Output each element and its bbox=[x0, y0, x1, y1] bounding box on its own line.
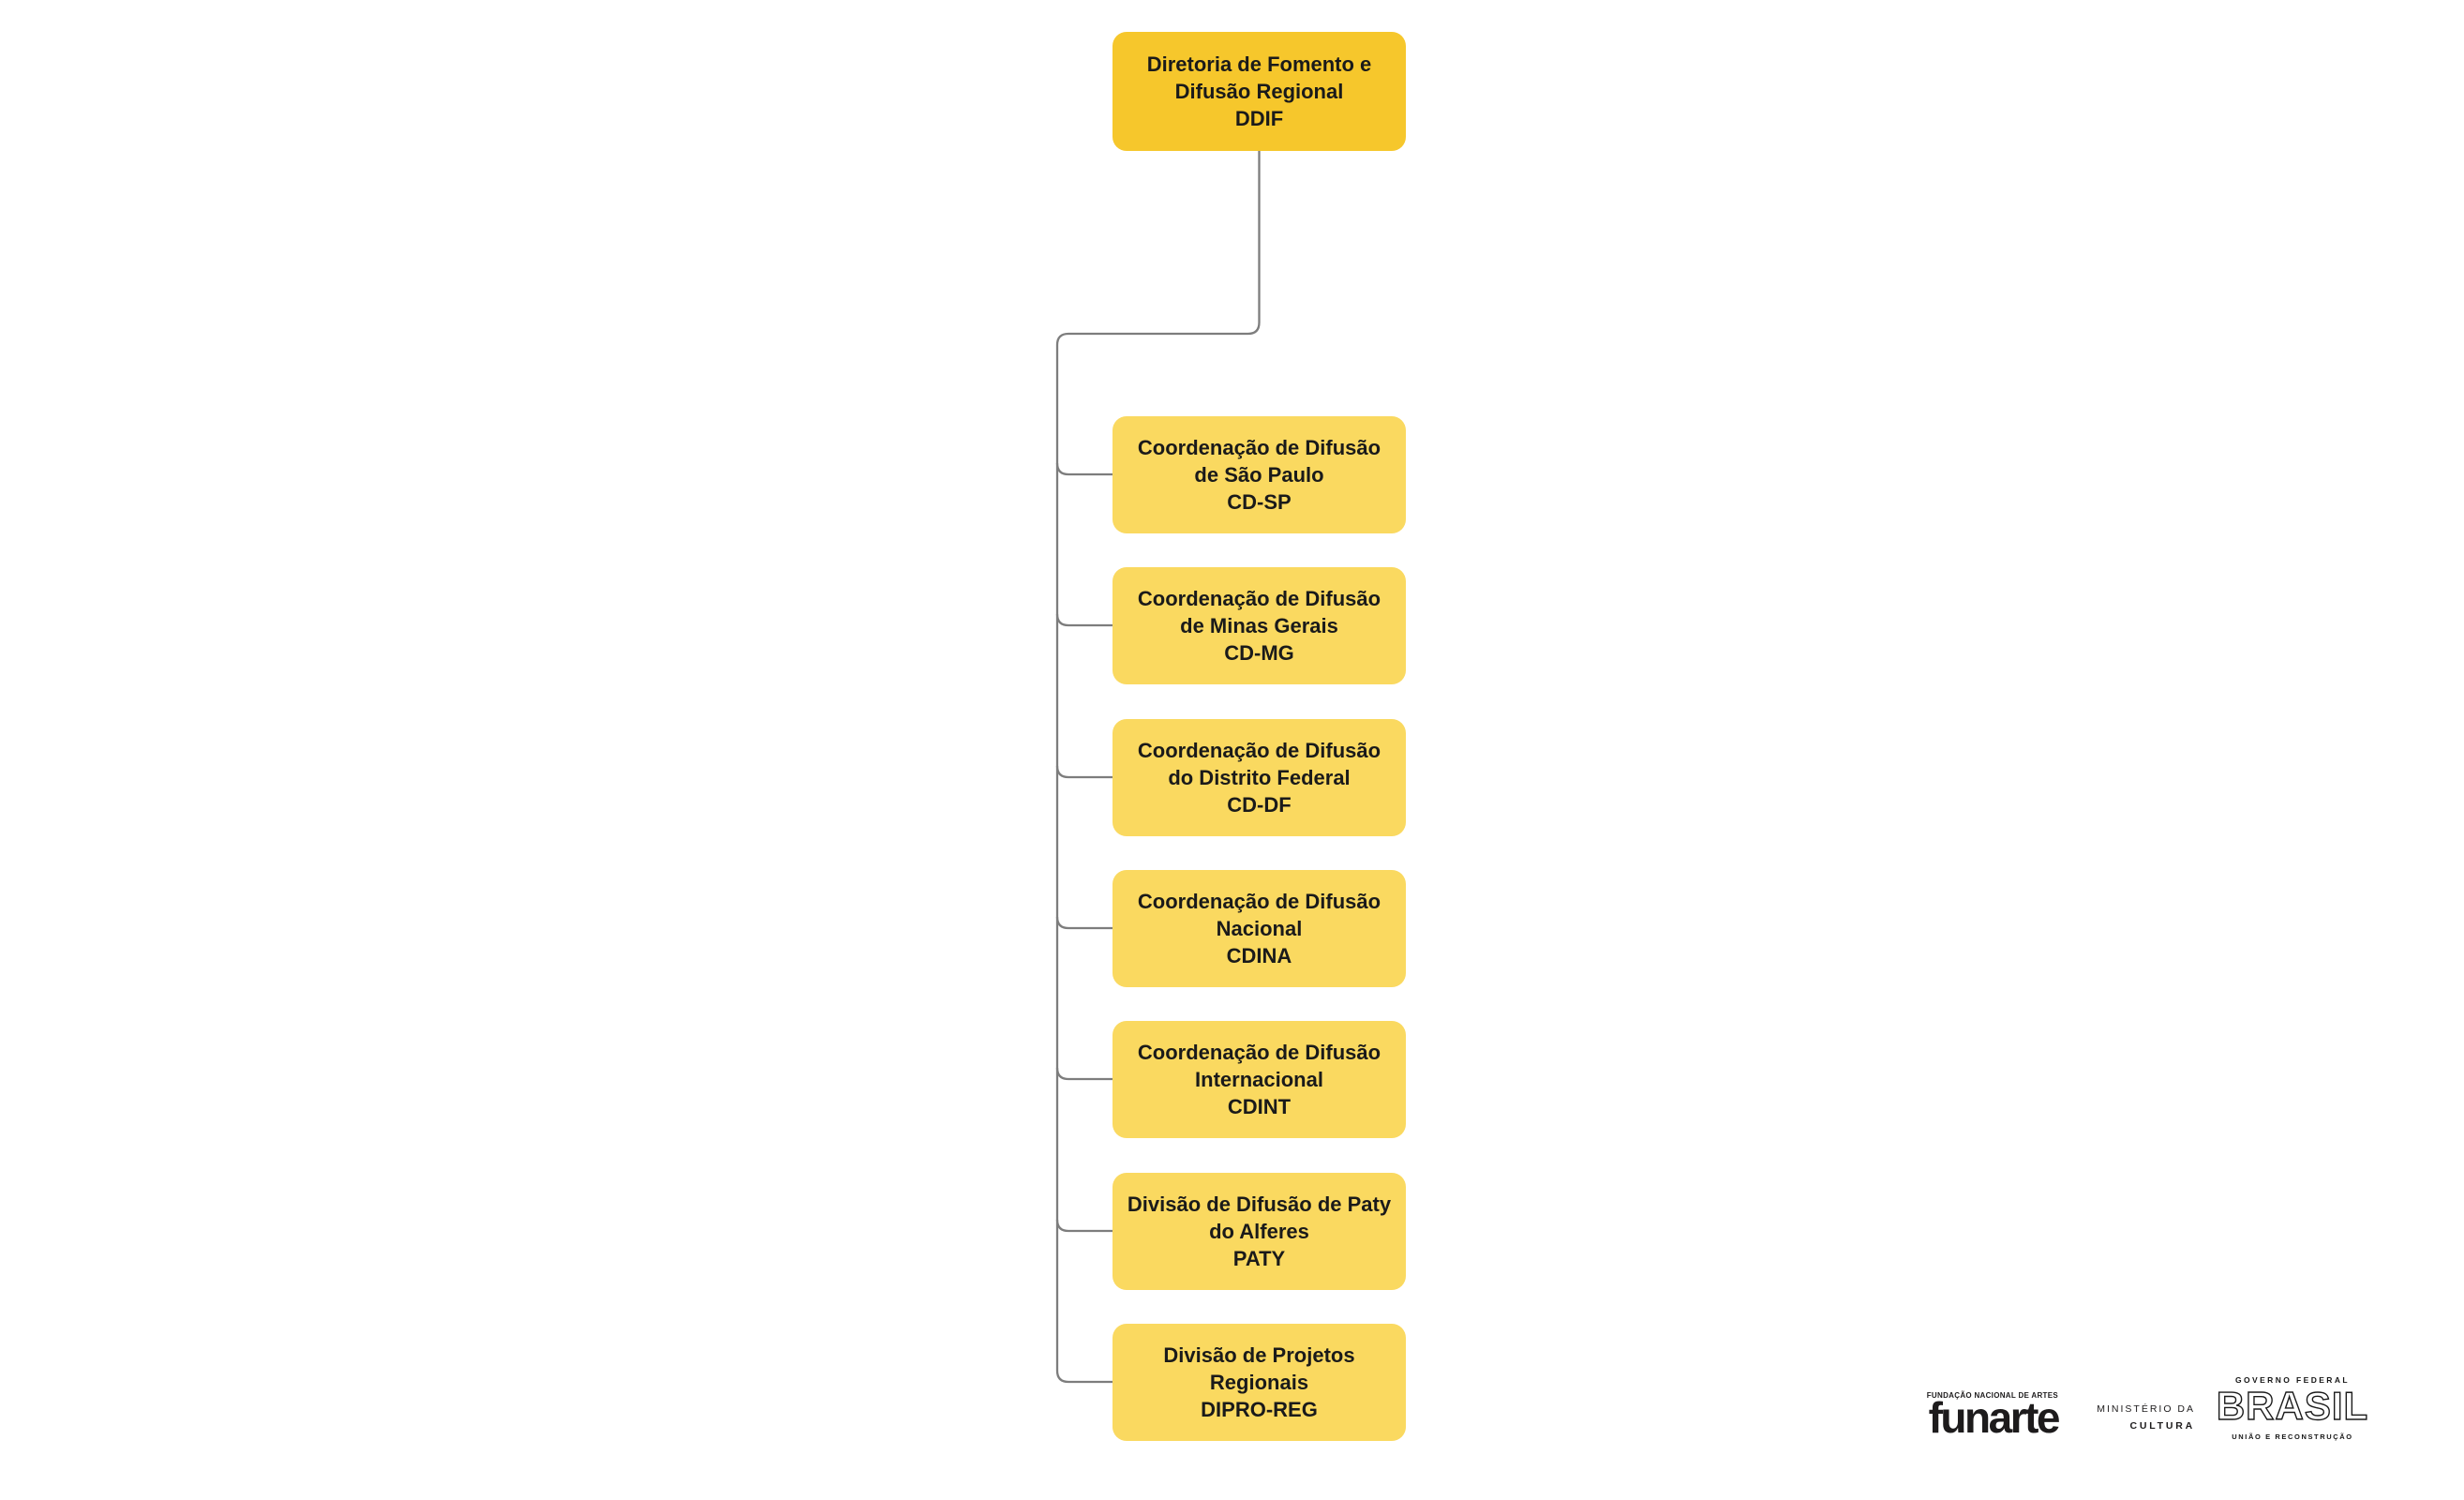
org-node-name-line-1: Diretoria de Fomento e bbox=[1146, 52, 1372, 76]
org-node-name-line-1: Coordenação de Difusão bbox=[1137, 890, 1381, 913]
org-node-name-line-2: de São Paulo bbox=[1194, 463, 1324, 487]
brasil-wordmark: BRASIL bbox=[2216, 1384, 2369, 1428]
org-node-acronym: CD-DF bbox=[1227, 793, 1292, 817]
connector-branch-6 bbox=[1055, 1219, 1113, 1233]
connector-branch-3 bbox=[1055, 765, 1113, 779]
org-node-name-line-2: Internacional bbox=[1195, 1068, 1323, 1091]
org-node-name-line-2: Difusão Regional bbox=[1174, 80, 1344, 103]
org-node-acronym: CDINA bbox=[1226, 944, 1292, 968]
connector-branch-5 bbox=[1055, 1067, 1113, 1081]
ministerio-cultura-logo: MINISTÉRIO DA CULTURA bbox=[2071, 1403, 2195, 1432]
funarte-logo: FUNDAÇÃO NACIONAL DE ARTES funarte bbox=[1906, 1391, 2061, 1442]
org-node-acronym: CDINT bbox=[1227, 1095, 1292, 1118]
org-node-name-line-2: do Alferes bbox=[1209, 1220, 1309, 1243]
connector-branch-2 bbox=[1055, 613, 1113, 627]
org-node-paty: Divisão de Difusão de Paty do Alferes PA… bbox=[1113, 1173, 1406, 1290]
org-node-dipro-reg: Divisão de Projetos Regionais DIPRO-REG bbox=[1113, 1324, 1406, 1441]
ministerio-label: MINISTÉRIO DA bbox=[2097, 1403, 2195, 1415]
cultura-label: CULTURA bbox=[2129, 1420, 2195, 1432]
funarte-wordmark: funarte bbox=[1928, 1393, 2061, 1442]
org-node-cd-sp: Coordenação de Difusão de São Paulo CD-S… bbox=[1113, 416, 1406, 533]
org-node-acronym: DDIF bbox=[1234, 107, 1284, 130]
org-node-name-line-1: Coordenação de Difusão bbox=[1137, 739, 1381, 762]
org-node-cd-df: Coordenação de Difusão do Distrito Feder… bbox=[1113, 719, 1406, 836]
connector-trunk bbox=[1055, 151, 1261, 1384]
org-node-acronym: CD-MG bbox=[1224, 641, 1294, 665]
org-node-name-line-1: Divisão de Difusão de Paty bbox=[1127, 1192, 1392, 1216]
org-node-name-line-2: de Minas Gerais bbox=[1180, 614, 1338, 638]
funarte-tagline: FUNDAÇÃO NACIONAL DE ARTES bbox=[1926, 1391, 2058, 1400]
governo-federal-label: GOVERNO FEDERAL bbox=[2235, 1375, 2350, 1385]
org-node-cdint: Coordenação de Difusão Internacional CDI… bbox=[1113, 1021, 1406, 1138]
org-node-name-line-1: Divisão de Projetos bbox=[1163, 1343, 1355, 1367]
org-node-acronym: CD-SP bbox=[1227, 490, 1292, 514]
org-node-cdina: Coordenação de Difusão Nacional CDINA bbox=[1113, 870, 1406, 987]
org-node-name-line-2: Nacional bbox=[1216, 917, 1303, 940]
org-node-acronym: PATY bbox=[1232, 1247, 1286, 1270]
org-node-ddif: Diretoria de Fomento e Difusão Regional … bbox=[1113, 32, 1406, 151]
org-node-name-line-1: Coordenação de Difusão bbox=[1137, 587, 1381, 610]
org-node-acronym: DIPRO-REG bbox=[1201, 1398, 1318, 1421]
org-node-name-line-1: Coordenação de Difusão bbox=[1137, 436, 1381, 459]
org-node-name-line-2: do Distrito Federal bbox=[1168, 766, 1351, 789]
governo-federal-logo: GOVERNO FEDERAL BRASIL UNIÃO E RECONSTRU… bbox=[2214, 1375, 2371, 1441]
org-node-name-line-1: Coordenação de Difusão bbox=[1137, 1041, 1381, 1064]
uniao-reconstrucao-label: UNIÃO E RECONSTRUÇÃO bbox=[2232, 1432, 2353, 1441]
connector-branch-1 bbox=[1055, 462, 1113, 476]
org-node-name-line-2: Regionais bbox=[1209, 1371, 1309, 1394]
connector-branch-4 bbox=[1055, 916, 1113, 930]
org-node-cd-mg: Coordenação de Difusão de Minas Gerais C… bbox=[1113, 567, 1406, 684]
